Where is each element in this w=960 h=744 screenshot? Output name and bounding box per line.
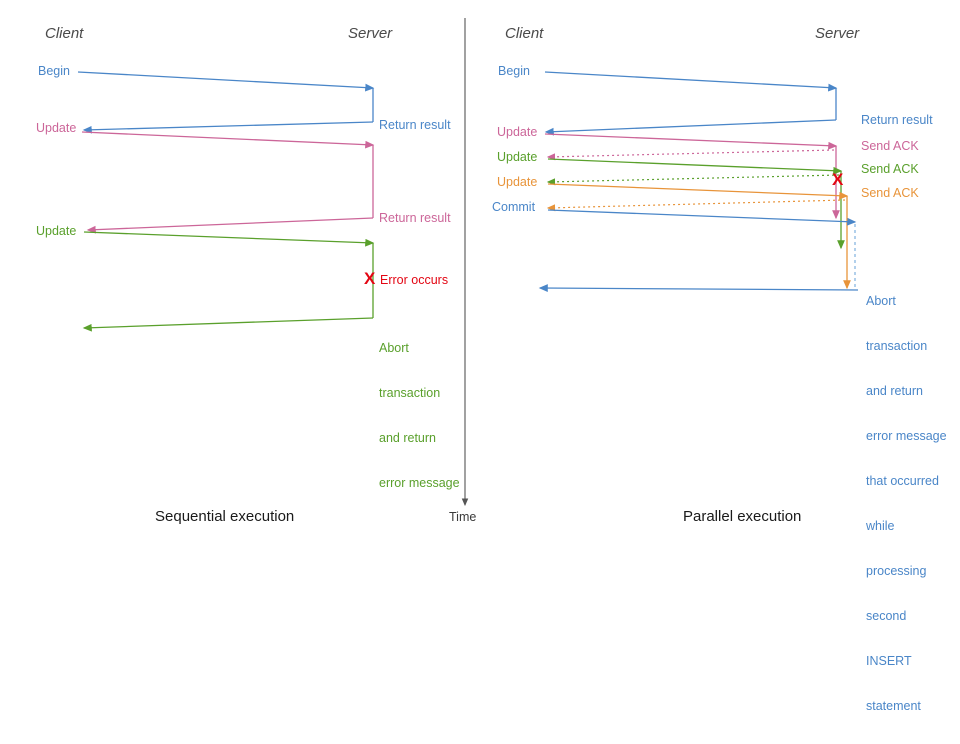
right-label-return-result: Return result bbox=[861, 113, 933, 127]
arrow-abort-response-r bbox=[538, 284, 859, 292]
arrow-update-2-request bbox=[83, 231, 375, 247]
arrow-return-result-2 bbox=[86, 217, 374, 234]
arrow-update-2-request-r bbox=[547, 158, 843, 175]
left-panel-flows bbox=[77, 71, 375, 332]
left-label-begin: Begin bbox=[38, 64, 70, 78]
left-label-update-1: Update bbox=[36, 121, 77, 135]
right-panel-flows bbox=[538, 71, 859, 292]
arrow-begin-request-r bbox=[544, 71, 838, 92]
abort-line: transaction bbox=[866, 339, 928, 353]
left-label-return-result-2: Return result bbox=[379, 211, 451, 225]
arrow-return-result-1 bbox=[82, 121, 374, 134]
diagram-vector-layer bbox=[77, 18, 859, 507]
right-label-commit: Commit bbox=[492, 200, 536, 214]
left-header-client: Client bbox=[45, 25, 84, 42]
arrow-update-3-request-r bbox=[547, 183, 849, 200]
error-x-icon: X bbox=[364, 269, 376, 288]
abort-line: that occurred bbox=[866, 474, 939, 488]
right-panel-caption: Parallel execution bbox=[683, 508, 802, 525]
abort-line: INSERT bbox=[866, 654, 912, 668]
arrow-ack-3 bbox=[546, 199, 846, 212]
left-header-server: Server bbox=[348, 25, 393, 42]
abort-line: while bbox=[866, 519, 895, 533]
abort-line: error message bbox=[866, 429, 947, 443]
sequence-diagram-canvas: Client Server Begin Return result Update… bbox=[36, 18, 947, 713]
left-label-error-occurs: Error occurs bbox=[380, 273, 449, 287]
arrow-return-result-r bbox=[544, 119, 837, 136]
arrow-begin-request bbox=[77, 71, 375, 92]
abort-line: and return bbox=[866, 384, 923, 398]
left-panel-caption: Sequential execution bbox=[155, 508, 295, 525]
abort-line: Abort bbox=[379, 341, 409, 355]
error-x-icon-right: X bbox=[832, 170, 844, 189]
abort-line: Abort bbox=[866, 294, 896, 308]
arrow-ack-2 bbox=[546, 174, 840, 186]
left-label-update-2: Update bbox=[36, 224, 77, 238]
arrow-abort-response bbox=[82, 317, 374, 332]
right-label-begin: Begin bbox=[498, 64, 530, 78]
abort-line: processing bbox=[866, 564, 927, 578]
right-label-update-1: Update bbox=[497, 125, 538, 139]
abort-line: and return bbox=[379, 431, 436, 445]
right-header-client: Client bbox=[505, 25, 544, 42]
arrow-update-1-request-r bbox=[544, 133, 838, 150]
time-axis-label: Time bbox=[449, 510, 477, 524]
abort-line: error message bbox=[379, 476, 460, 490]
right-label-send-ack-1: Send ACK bbox=[861, 139, 919, 153]
abort-line: transaction bbox=[379, 386, 441, 400]
right-label-send-ack-2: Send ACK bbox=[861, 162, 919, 176]
right-abort-message: Abort transaction and return error messa… bbox=[866, 264, 947, 744]
right-label-send-ack-3: Send ACK bbox=[861, 186, 919, 200]
arrow-commit-request bbox=[547, 209, 857, 226]
arrow-update-1-request bbox=[81, 131, 375, 149]
right-label-update-3: Update bbox=[497, 175, 538, 189]
abort-line: statement bbox=[866, 699, 921, 713]
abort-line: second bbox=[866, 609, 907, 623]
left-label-return-result-1: Return result bbox=[379, 118, 451, 132]
left-abort-message: Abort transaction and return error messa… bbox=[379, 311, 460, 521]
arrow-ack-1 bbox=[546, 149, 835, 161]
right-header-server: Server bbox=[815, 25, 860, 42]
right-label-update-2: Update bbox=[497, 150, 538, 164]
